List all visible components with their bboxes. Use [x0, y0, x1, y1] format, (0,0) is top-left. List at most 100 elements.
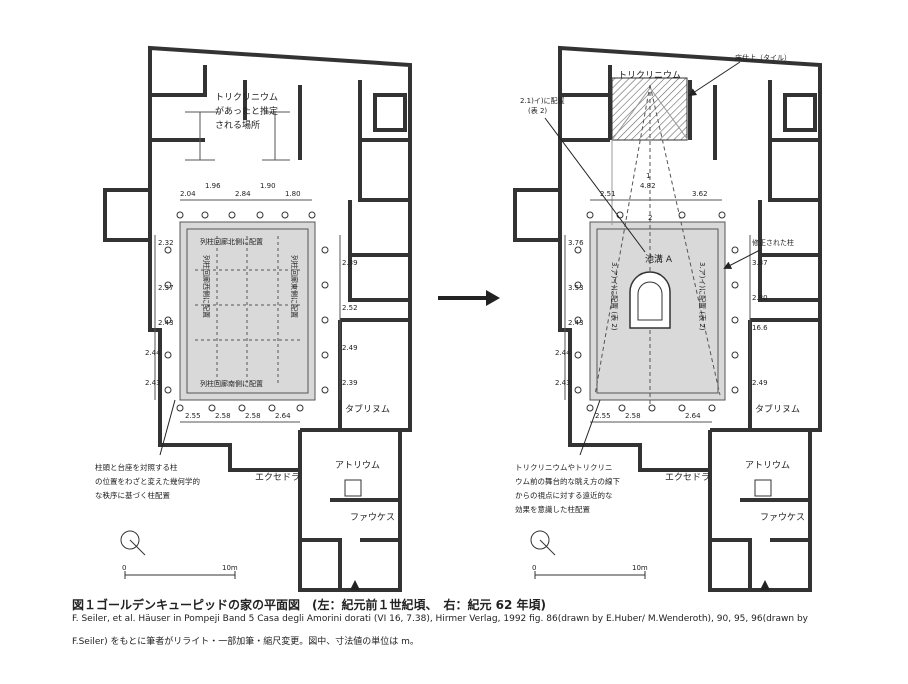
- left-dim-bottom-3: 2.58: [245, 412, 261, 420]
- left-dim-right-1: 2.39: [342, 259, 358, 267]
- left-dim-top-5: 1.80: [285, 190, 301, 198]
- right-axis-note-leader: [544, 117, 646, 253]
- right-restored-arrow: [723, 249, 761, 269]
- left-atrium-label: アトリウム: [335, 460, 380, 471]
- right-dim-bottom-marker: 2: [648, 214, 652, 222]
- left-dim-top-2: 1.96: [205, 182, 221, 190]
- right-floor-note: 床仕上（タイル）: [735, 53, 791, 62]
- right-floor-note-arrow: [688, 61, 741, 97]
- left-colonnade-east: 列柱回廊東側に配置: [290, 255, 299, 318]
- left-note-leader: [159, 399, 176, 456]
- right-scale-zero: 0: [532, 564, 536, 572]
- right-note-2: ウム前の舞台的な眺え方の線下: [515, 476, 620, 486]
- left-dim-bottom-1: 2.55: [185, 412, 201, 420]
- left-dim-bottom-4: 2.64: [275, 412, 291, 420]
- right-tablinum-label: タブリヌム: [755, 403, 800, 415]
- left-dimension-lines: [154, 199, 341, 423]
- left-note-1: 柱頭と台座を対照する柱: [95, 462, 178, 472]
- right-floor-plan: トリクリニウム 床仕上（タイル） 2.1)イ)に配置 (表 2) 2.51 1 …: [513, 45, 822, 592]
- right-atrium-label: アトリウム: [745, 460, 790, 471]
- right-east-note: 3.ア)イ)に配置 (表 2): [698, 262, 707, 331]
- right-fauces-label: ファウケス: [760, 512, 805, 523]
- right-dim-left-5: 2.43: [555, 379, 571, 387]
- right-dim-left-4: 2.44: [555, 349, 571, 357]
- right-note-1: トリクリニウムやトリクリニ: [515, 463, 613, 472]
- right-note-3: からの視点に対する遠近的な: [515, 490, 613, 500]
- right-dim-top-1: 2.51: [600, 190, 616, 198]
- right-east-rooms: [708, 200, 820, 590]
- right-triclinium-label: トリクリニウム: [618, 70, 681, 81]
- right-dim-top-3: 3.62: [692, 190, 708, 198]
- right-dim-left-1: 3.76: [568, 239, 584, 247]
- left-scale-bar: [124, 571, 236, 579]
- left-dim-left-3: 2.43: [158, 319, 174, 327]
- left-peristyle-gutter: [186, 228, 309, 394]
- left-dim-right-2: 2.52: [342, 304, 358, 312]
- left-impluvium: [344, 479, 362, 497]
- right-dim-bottom-3: 2.64: [685, 412, 701, 420]
- right-view-cone: [611, 87, 689, 225]
- right-dim-bottom-1: 2.55: [595, 412, 611, 420]
- left-dim-top-3: 2.84: [235, 190, 251, 198]
- left-triclinium-label-2: があったと推定: [215, 105, 278, 117]
- right-dim-right-2: 2.80: [752, 294, 768, 302]
- left-dim-left-1: 2.32: [158, 239, 174, 247]
- left-exedra-label: エクセドラ: [255, 472, 300, 483]
- left-note-3: な秩序に基づく柱配置: [95, 490, 170, 500]
- left-note-2: の位置をわざと変えた幾何学的: [95, 476, 200, 486]
- left-dim-top-1: 2.04: [180, 190, 196, 198]
- left-peristyle-grid: [195, 236, 300, 386]
- right-dim-top-2: 4.82: [640, 182, 656, 190]
- right-dimension-lines: [564, 199, 751, 423]
- right-exedra-label: エクセドラ: [665, 472, 710, 483]
- left-triclinium-marks: [185, 111, 290, 161]
- right-axis-note-1: 2.1)イ)に配置: [520, 97, 565, 105]
- transition-arrow: [438, 290, 500, 306]
- right-dim-left-3: 2.43: [568, 319, 584, 327]
- right-north-rooms: [560, 65, 820, 202]
- right-impluvium: [754, 479, 772, 497]
- left-triclinium-label-3: される場所: [215, 119, 260, 131]
- right-axis-note-2: (表 2): [528, 106, 547, 115]
- left-colonnade-north: 列柱回廊北側に配置: [200, 237, 263, 246]
- left-dim-top-4: 1.90: [260, 182, 276, 190]
- left-colonnade-south: 列柱回廊南側に配置: [200, 379, 263, 388]
- right-scale-ten: 10m: [632, 564, 648, 572]
- left-east-rooms: [298, 200, 410, 590]
- right-columns: [574, 211, 739, 412]
- left-tablinum-label: タブリヌム: [345, 403, 390, 415]
- right-dim-top-marker: 1: [646, 172, 650, 180]
- left-north-rooms: [150, 65, 410, 202]
- right-scale-bar: [534, 571, 646, 579]
- right-dim-left-2: 3.53: [568, 284, 584, 292]
- right-sight-lines: [594, 84, 721, 410]
- left-scale-ten: 10m: [222, 564, 238, 572]
- left-dim-left-5: 2.43: [145, 379, 161, 387]
- right-dim-bottom-2: 2.58: [625, 412, 641, 420]
- right-pond-a: [629, 271, 671, 329]
- left-dim-left-4: 2.44: [145, 349, 161, 357]
- figure-caption-source: F. Seiler, et al. Häuser in Pompeji Band…: [72, 614, 808, 624]
- left-colonnade-west: 列柱回廊西側に配置: [202, 255, 211, 318]
- left-scale-zero: 0: [122, 564, 126, 572]
- left-dim-bottom-2: 2.58: [215, 412, 231, 420]
- right-pond-label: 池溝 A: [645, 253, 673, 265]
- figure-caption-note: F.Seiler) をもとに筆者がリライト・一部加筆・縮尺変更。図中、寸法値の単…: [72, 637, 419, 647]
- right-entrance-marker: [760, 580, 770, 590]
- left-dim-right-3: 2.49: [342, 344, 358, 352]
- left-fauces-label: ファウケス: [350, 512, 395, 523]
- left-columns: [164, 211, 329, 412]
- right-restored-label: 修正された柱: [752, 238, 794, 247]
- right-peristyle-gutter: [596, 228, 719, 394]
- figure-caption-title: 図１ゴールデンキューピッドの家の平面図 (左：紀元前１世紀頃、 右：紀元 62 …: [72, 598, 547, 612]
- right-note-leader: [579, 399, 601, 456]
- right-note-4: 効果を意識した柱配置: [515, 504, 590, 514]
- left-entrance-marker: [350, 580, 360, 590]
- right-dim-right-4: 2.49: [752, 379, 768, 387]
- right-west-note: 3.ア)イ)に配置 (表 2): [610, 262, 619, 331]
- left-north-arrow: [120, 530, 146, 556]
- left-floor-plan: トリクリニウム があったと推定 される場所 2.04 1.96 2.84 1.9…: [95, 45, 412, 592]
- left-triclinium-label-1: トリクリニウム: [215, 92, 278, 103]
- right-dim-right-1: 3.87: [752, 259, 768, 267]
